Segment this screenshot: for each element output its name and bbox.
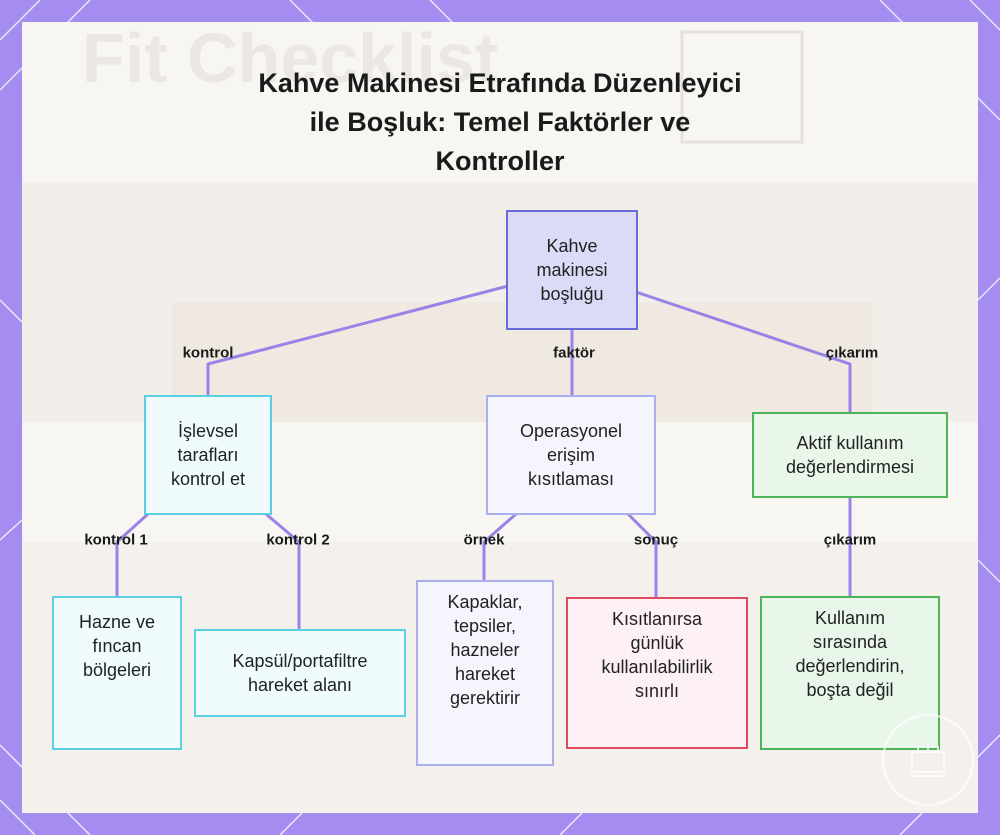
node-reservoir-cup-areas: Hazne ve fıncan bölgeleri [52, 596, 182, 750]
connector-root-active [634, 290, 852, 413]
node-coffee-machine-space: Kahve makinesi boşluğu [506, 210, 638, 330]
node-text: tarafları [177, 445, 239, 465]
node-text: hareket alanı [247, 675, 353, 695]
node-text: Kapsül/portafiltre [232, 651, 368, 671]
node-text: değerlendirmesi [785, 457, 915, 477]
node-text: sınırlı [634, 681, 679, 701]
edge-label-kontrol-1: kontrol 1 [84, 531, 148, 549]
node-lids-trays-motion: Kapaklar, tepsiler, hazneler hareket ger… [416, 580, 554, 766]
node-text: tepsiler, [453, 616, 517, 636]
node-limited-usability: Kısıtlanırsa günlük kullanılabilirlik sı… [566, 597, 748, 749]
title-line-1: Kahve Makinesi Etrafında Düzenleyici [258, 68, 742, 98]
node-text: fıncan [92, 636, 142, 656]
edge-label-kontrol: kontrol [182, 344, 234, 362]
node-text: erişim [547, 445, 595, 465]
node-capsule-motion-area: Kapsül/portafiltre hareket alanı [194, 629, 406, 717]
node-text: değerlendirin, [795, 656, 905, 676]
node-text: günlük [630, 633, 684, 653]
edge-label-cikarim-bottom: çıkarım [823, 531, 877, 549]
connector-root-control [206, 284, 510, 396]
node-functional-sides: İşlevsel tarafları kontrol et [144, 395, 272, 515]
title-line-2: ile Boşluk: Temel Faktörler ve [309, 107, 691, 137]
connector-access-restricted [626, 512, 658, 598]
node-text: kontrol et [170, 469, 246, 489]
edge-label-cikarim-top: çıkarım [825, 344, 879, 362]
edge-label-kontrol-2: kontrol 2 [266, 531, 330, 549]
node-text: Operasyonel [519, 421, 623, 441]
connector-lines [115, 284, 852, 630]
node-text: kullanılabilirlik [601, 657, 713, 677]
node-text: İşlevsel [177, 421, 238, 441]
connector-control-reservoir [115, 512, 150, 597]
node-text: Kahve [546, 236, 598, 256]
diagram-panel: Fit Checklist Kahve Makinesi Etrafında D… [22, 22, 978, 813]
node-text: gerektirir [449, 688, 520, 708]
node-text: Kapaklar, [447, 592, 523, 612]
node-text: boşta değil [806, 680, 894, 700]
node-text: sırasında [812, 632, 888, 652]
edge-label-ornek: örnek [463, 531, 505, 549]
node-text: hareket [454, 664, 516, 684]
connector-control-capsule [264, 512, 301, 630]
edge-label-sonuc: sonuç [633, 531, 679, 549]
node-operational-access: Operasyonel erişim kısıtlaması [486, 395, 656, 515]
node-text: makinesi [536, 260, 608, 280]
connector-access-lids [482, 512, 518, 581]
node-text: Kullanım [814, 608, 885, 628]
node-text: bölgeleri [82, 660, 152, 680]
node-text: hazneler [450, 640, 520, 660]
node-text: boşluğu [540, 284, 604, 304]
page-title: Kahve Makinesi Etrafında Düzenleyici ile… [200, 64, 800, 181]
title-line-3: Kontroller [435, 146, 565, 176]
node-active-use-assessment: Aktif kullanım değerlendirmesi [752, 412, 948, 498]
node-text: Hazne ve [78, 612, 156, 632]
node-text: kısıtlaması [527, 469, 615, 489]
svg-text:Fit Checklist: Fit Checklist [82, 22, 498, 97]
edge-label-faktor: faktör [553, 344, 595, 362]
coffee-machine-badge-icon [882, 714, 974, 806]
node-text: Aktif kullanım [796, 433, 904, 453]
node-text: Kısıtlanırsa [611, 609, 703, 629]
